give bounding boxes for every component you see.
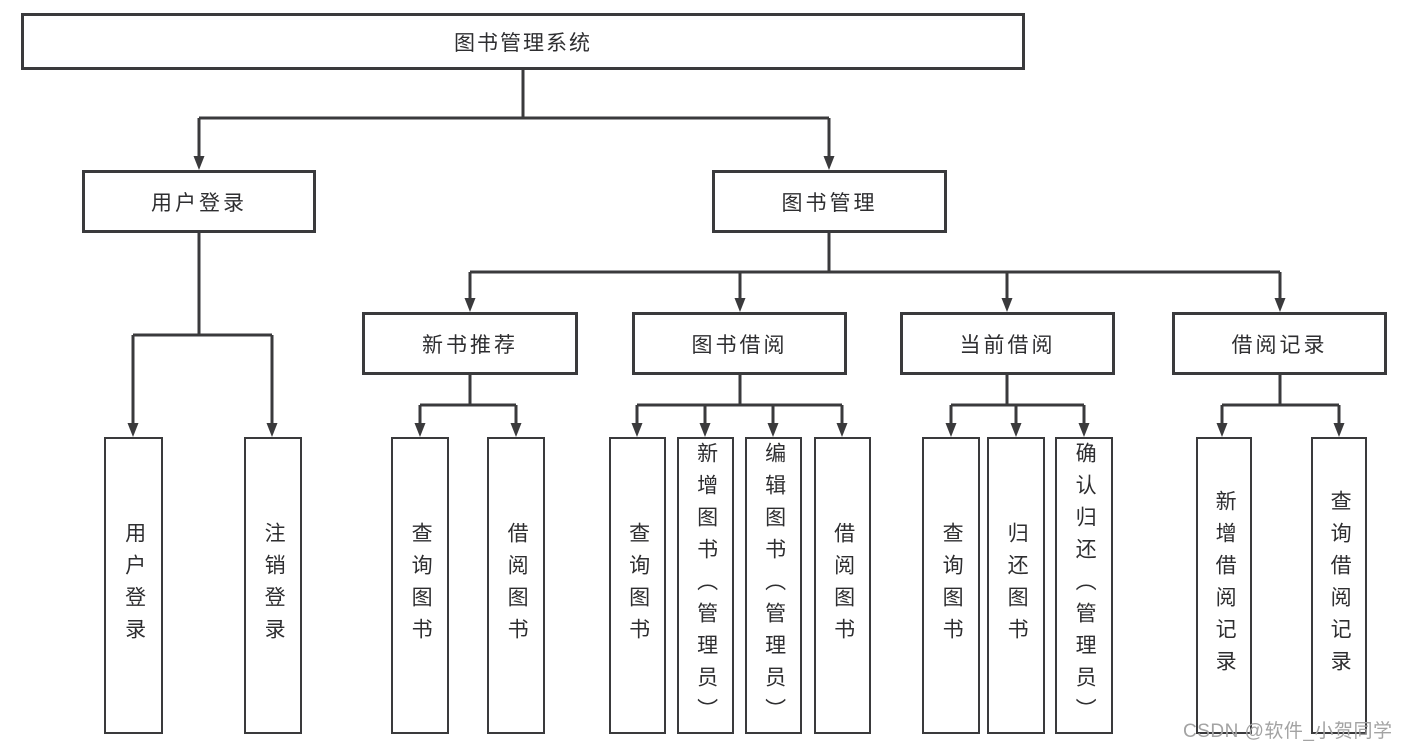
watermark: CSDN @软件_小贺同学 xyxy=(1183,721,1393,742)
arrow-icon xyxy=(1078,423,1090,437)
arrowheads xyxy=(127,156,1345,437)
leaf-label: 编辑图书（管理员） xyxy=(762,441,786,730)
arrow-icon xyxy=(193,156,205,170)
leaf-borrow-books: 借阅图书 xyxy=(814,437,871,734)
arrow-icon xyxy=(734,298,746,312)
arrow-icon xyxy=(414,423,426,437)
leaf-label: 借阅图书 xyxy=(505,521,529,650)
connector-user-login xyxy=(131,233,274,425)
arrow-icon xyxy=(699,423,711,437)
leaf-current-query-books: 查询图书 xyxy=(922,437,980,734)
leaf-label: 查询图书 xyxy=(626,521,650,650)
leaf-logout: 注销登录 xyxy=(244,437,302,734)
leaf-label: 归还图书 xyxy=(1005,521,1029,650)
leaf-label: 查询图书 xyxy=(940,521,964,650)
arrow-icon xyxy=(631,423,643,437)
arrow-icon xyxy=(1010,423,1022,437)
leaf-borrow-query-books: 查询图书 xyxy=(609,437,666,734)
leaf-label: 查询借阅记录 xyxy=(1328,489,1352,682)
leaf-label: 确认归还（管理员） xyxy=(1073,441,1097,730)
leaf-add-book-admin: 新增图书（管理员） xyxy=(677,437,734,734)
arrow-icon xyxy=(1001,298,1013,312)
leaf-return-books: 归还图书 xyxy=(987,437,1045,734)
leaf-label: 新增图书（管理员） xyxy=(694,441,718,730)
arrow-icon xyxy=(823,156,835,170)
connector-current-borrow xyxy=(949,375,1086,425)
arrow-icon xyxy=(127,423,139,437)
leaf-label: 新增借阅记录 xyxy=(1213,489,1237,682)
arrow-icon xyxy=(1274,298,1286,312)
leaf-label: 借阅图书 xyxy=(831,521,855,650)
leaf-newbook-query-books: 查询图书 xyxy=(391,437,449,734)
node-current-borrow: 当前借阅 xyxy=(900,312,1115,375)
node-root: 图书管理系统 xyxy=(21,13,1025,70)
arrow-icon xyxy=(1216,423,1228,437)
leaf-add-borrow-record: 新增借阅记录 xyxy=(1196,437,1252,734)
node-new-book-recommend: 新书推荐 xyxy=(362,312,578,375)
node-user-login: 用户登录 xyxy=(82,170,316,233)
arrow-icon xyxy=(836,423,848,437)
connector-root xyxy=(197,69,831,158)
node-borrow-records: 借阅记录 xyxy=(1172,312,1387,375)
connector-book-management xyxy=(468,233,1282,300)
arrow-icon xyxy=(266,423,278,437)
leaf-newbook-borrow-books: 借阅图书 xyxy=(487,437,545,734)
node-book-borrow: 图书借阅 xyxy=(632,312,847,375)
connector-new-book-recommend xyxy=(418,375,518,425)
arrow-icon xyxy=(510,423,522,437)
leaf-confirm-return-admin: 确认归还（管理员） xyxy=(1055,437,1113,734)
leaf-label: 查询图书 xyxy=(409,521,433,650)
connector-borrow-records xyxy=(1220,375,1341,425)
arrow-icon xyxy=(767,423,779,437)
leaf-query-borrow-record: 查询借阅记录 xyxy=(1311,437,1367,734)
node-book-management: 图书管理 xyxy=(712,170,947,233)
leaf-label: 用户登录 xyxy=(122,521,146,650)
connector-book-borrow xyxy=(635,375,844,425)
arrow-icon xyxy=(1333,423,1345,437)
leaf-label: 注销登录 xyxy=(262,521,286,650)
arrow-icon xyxy=(464,298,476,312)
leaf-edit-book-admin: 编辑图书（管理员） xyxy=(745,437,802,734)
arrow-icon xyxy=(945,423,957,437)
leaf-user-login: 用户登录 xyxy=(104,437,163,734)
